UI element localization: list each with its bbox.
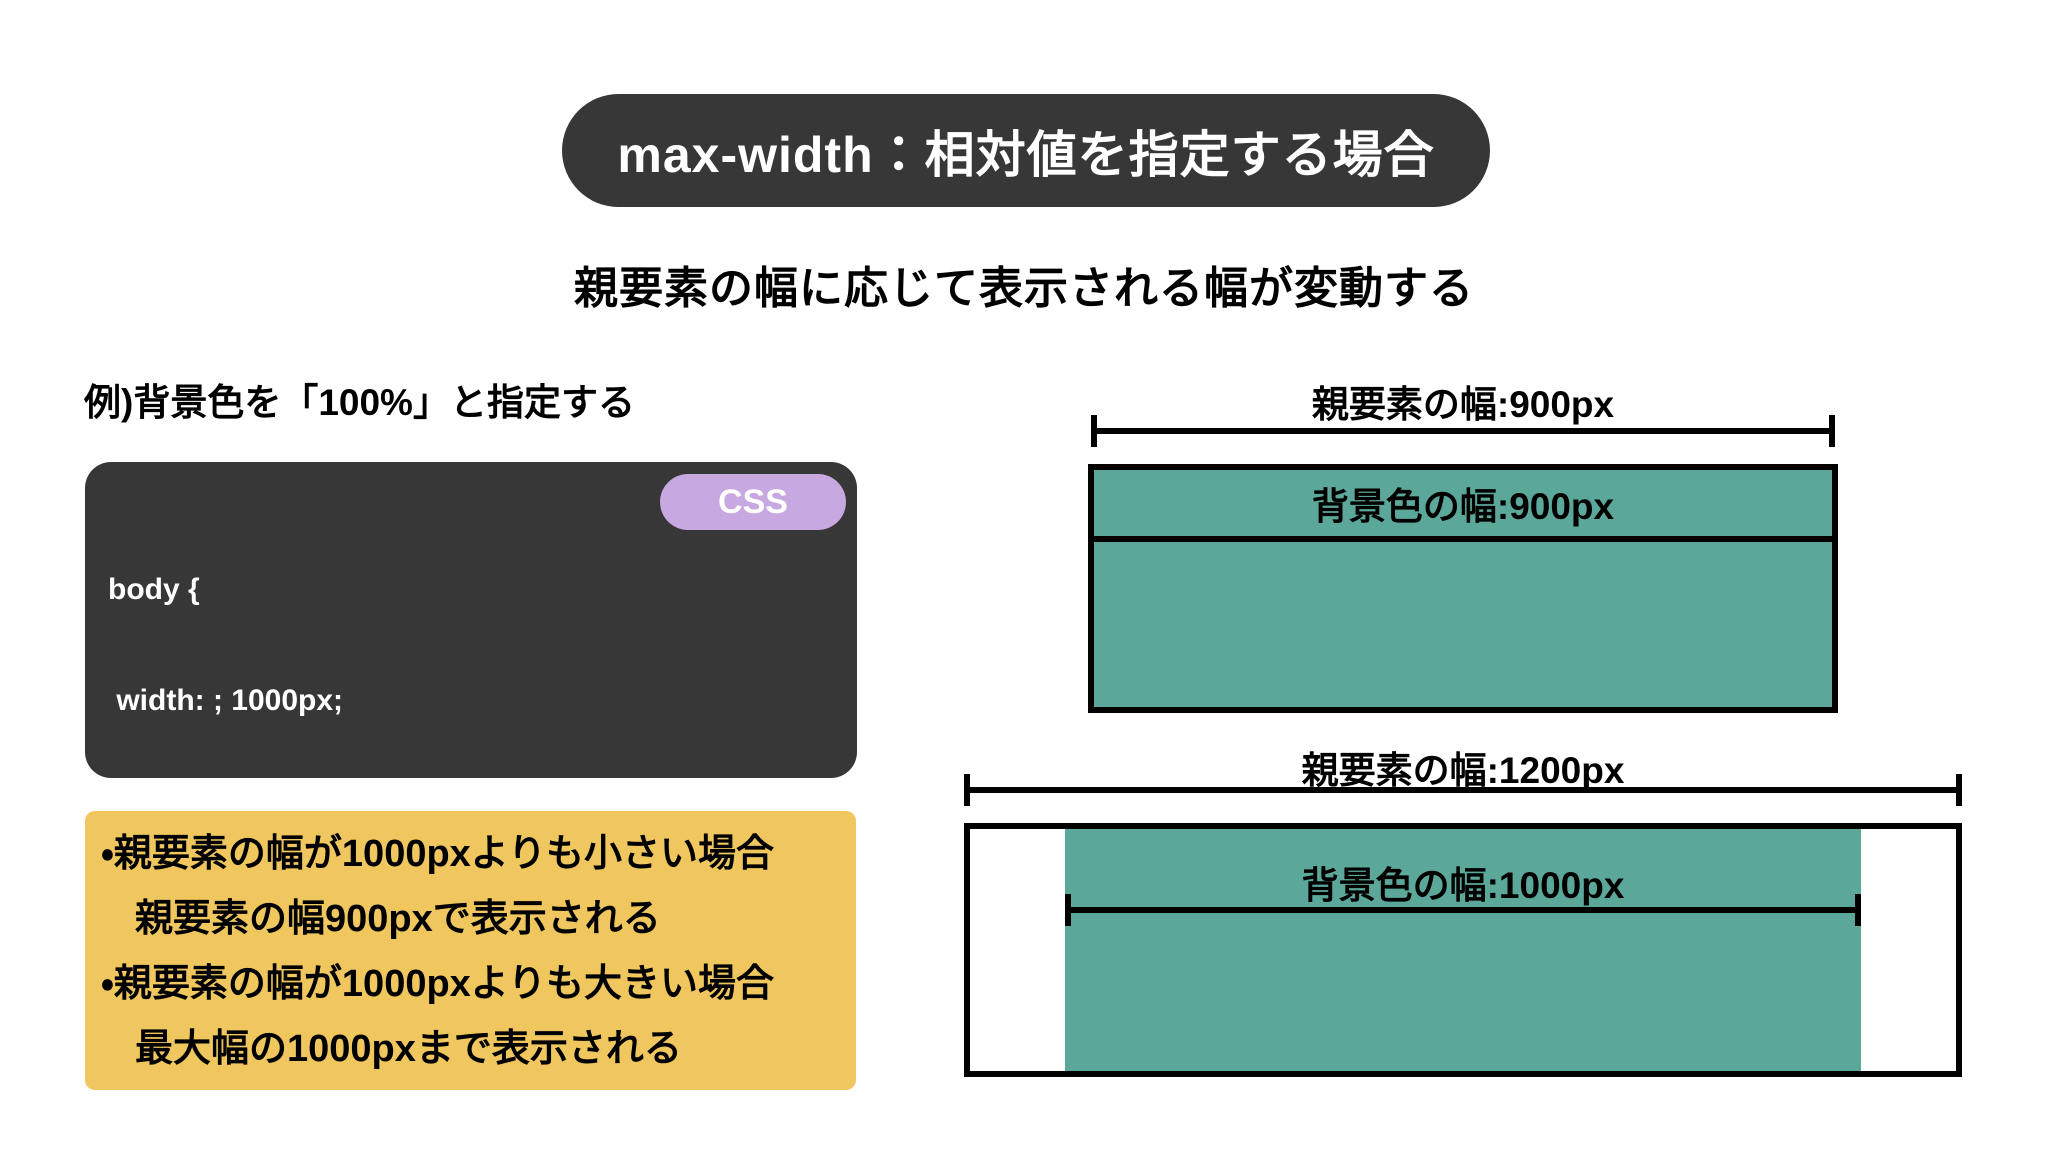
measure-tick-right xyxy=(1829,415,1835,447)
css-language-badge: CSS xyxy=(660,474,846,530)
note-line: 親要素の幅900pxで表示される xyxy=(135,898,661,940)
parent-box-1200: 背景色の幅:1000px xyxy=(964,823,1962,1077)
note-line: ・親要素の幅が1000pxよりも小さい場合 xyxy=(101,833,775,875)
parent-width-label-900: 親要素の幅:900px xyxy=(1311,384,1615,425)
code-line: width: ; 1000px; xyxy=(108,684,344,717)
example-caption: 例)背景色を「100%」と指定する xyxy=(84,382,635,423)
title-pill: max-width：相対値を指定する場合 xyxy=(562,94,1490,207)
measure-tick-right xyxy=(1956,774,1962,806)
parent-width-label-1200: 親要素の幅:1200px xyxy=(1301,750,1625,791)
width-measure-900 xyxy=(1091,415,1835,447)
measure-tick-left xyxy=(1065,894,1071,926)
note-box: ・親要素の幅が1000pxよりも小さい場合 親要素の幅900pxで表示される ・… xyxy=(85,811,856,1090)
css-code-block: CSS body { width: ; 1000px; max-width: 1… xyxy=(85,462,857,1149)
width-measure-1000 xyxy=(1065,894,1861,926)
bg-width-label-1000: 背景色の幅:1000px xyxy=(1301,865,1625,906)
bg-width-label-900: 背景色の幅:900px xyxy=(1311,486,1615,527)
page-title: max-width：相対値を指定する場合 xyxy=(617,126,1435,183)
background-fill-1000: 背景色の幅:1000px xyxy=(1065,829,1861,1071)
measure-tick-right xyxy=(1855,894,1861,926)
bg-width-label-band: 背景色の幅:900px xyxy=(1094,470,1832,542)
measure-tick-left xyxy=(964,774,970,806)
measure-tick-left xyxy=(1091,415,1097,447)
note-line: ・親要素の幅が1000pxよりも大きい場合 xyxy=(101,963,775,1005)
subtitle: 親要素の幅に応じて表示される幅が変動する xyxy=(574,264,1474,313)
note-line: 最大幅の1000pxまで表示される xyxy=(135,1028,682,1070)
width-measure-1200 xyxy=(964,774,1962,806)
parent-box-900: 背景色の幅:900px xyxy=(1088,464,1838,713)
code-line: min-height: 100vh; xyxy=(108,1128,384,1149)
code-line: body { xyxy=(108,573,200,606)
